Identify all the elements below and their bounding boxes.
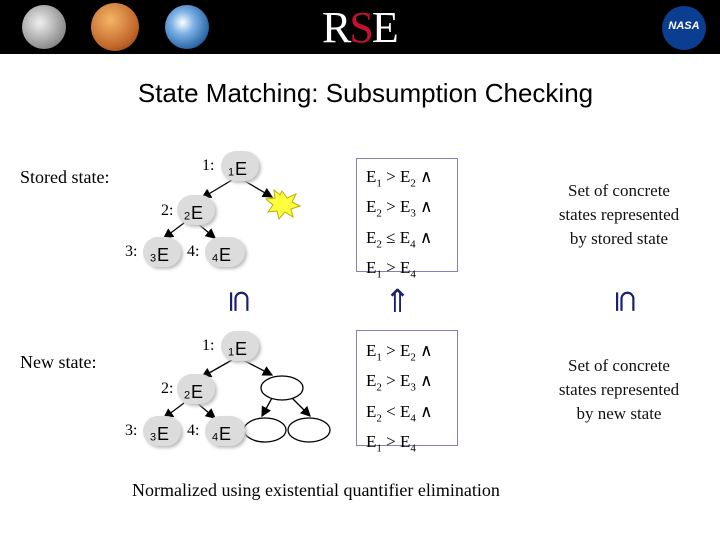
explosion-icon bbox=[264, 188, 302, 221]
stored-constraints-box bbox=[356, 158, 458, 272]
new-node-1-num: 1: bbox=[202, 337, 215, 354]
constraint-line: E1 > E4 bbox=[366, 258, 416, 281]
new-constraints: E1 > E2 ∧ E2 > E3 ∧ E2 < E4 ∧ E1 > E4 bbox=[366, 339, 433, 461]
constraint-line: E1 > E4 bbox=[366, 432, 416, 455]
empty-node bbox=[287, 417, 331, 443]
new-node-4-num: 4: bbox=[187, 422, 200, 439]
rse-logo: RSE bbox=[322, 3, 399, 52]
empty-node bbox=[260, 375, 304, 401]
stored-node-2-num: 2: bbox=[161, 202, 174, 219]
edge bbox=[291, 397, 311, 417]
empty-node bbox=[243, 417, 287, 443]
header-banner: RSE NASA bbox=[0, 0, 720, 54]
new-node-2-num: 2: bbox=[161, 380, 174, 397]
edge bbox=[200, 179, 233, 199]
constraint-line: E2 > E3 ∧ bbox=[366, 371, 433, 394]
nasa-logo: NASA bbox=[662, 6, 706, 50]
edge bbox=[242, 179, 274, 198]
mars-image bbox=[91, 3, 139, 51]
earth-image bbox=[165, 5, 209, 49]
slide-title: State Matching: Subsumption Checking bbox=[137, 78, 594, 108]
subset-symbol-right: ⊆ bbox=[608, 288, 644, 315]
new-state-label: New state: bbox=[20, 352, 97, 372]
stored-state-label: Stored state: bbox=[20, 167, 110, 187]
edge bbox=[200, 359, 233, 378]
stored-node-3-num: 3: bbox=[125, 243, 138, 260]
constraint-line: E2 < E4 ∧ bbox=[366, 401, 433, 425]
footer-note: Normalized using existential quantifier … bbox=[132, 480, 500, 500]
edge bbox=[261, 397, 273, 418]
constraint-line: E2 > E3 ∧ bbox=[366, 197, 433, 220]
moon-image bbox=[22, 5, 66, 49]
stored-node-4-num: 4: bbox=[187, 243, 200, 260]
edge bbox=[162, 222, 185, 239]
stored-state-description: Set of concrete states represented by st… bbox=[558, 181, 680, 248]
new-node-3-num: 3: bbox=[125, 422, 138, 439]
constraint-line: E2 ≤ E4 ∧ bbox=[366, 227, 433, 251]
edge bbox=[162, 402, 185, 419]
implication-arrow: ⇑ bbox=[384, 282, 411, 320]
edge bbox=[242, 359, 274, 376]
stored-node-1-num: 1: bbox=[202, 157, 215, 174]
constraint-line: E1 > E2 ∧ bbox=[366, 341, 433, 364]
new-constraints-box bbox=[356, 330, 458, 446]
constraint-line: E1 > E2 ∧ bbox=[366, 167, 433, 190]
new-state-description: Set of concrete states represented by ne… bbox=[558, 356, 680, 423]
stored-constraints: E1 > E2 ∧ E2 > E3 ∧ E2 ≤ E4 ∧ E1 > E4 bbox=[366, 165, 433, 287]
subset-symbol-left: ⊆ bbox=[222, 288, 258, 315]
edge bbox=[196, 402, 216, 419]
edge bbox=[196, 222, 216, 239]
